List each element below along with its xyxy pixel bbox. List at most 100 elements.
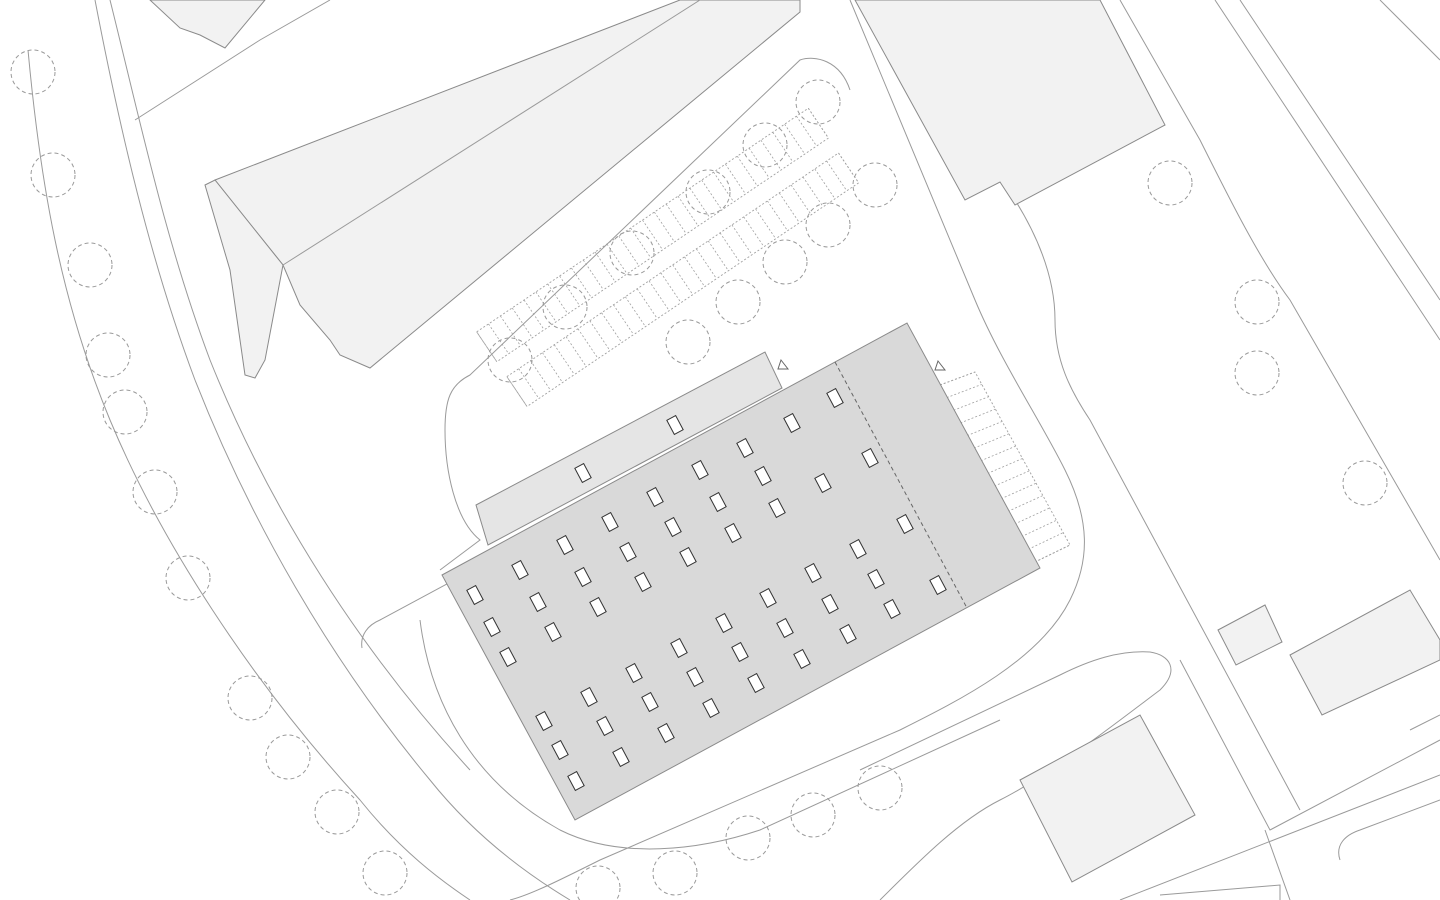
skylight-icon [574, 462, 592, 484]
tree-icon [85, 332, 131, 378]
skylight-icon [619, 541, 637, 563]
skylight-icon [715, 612, 733, 634]
skylight-icon [551, 739, 569, 761]
skylight-icon [776, 617, 794, 639]
neighbor-buildings [149, 0, 1440, 883]
parking-stall-line [796, 115, 817, 147]
tree-icon [852, 162, 898, 208]
site-boundary-west [134, 0, 331, 121]
skylight-icon [759, 587, 777, 609]
skylight-icon [634, 571, 652, 593]
parking-stall-line [648, 280, 670, 311]
skylight-icon [821, 593, 839, 615]
parking-stall-line [624, 296, 646, 327]
tree-icon [725, 815, 771, 861]
tree-icon [742, 122, 788, 168]
tree-icon [314, 789, 360, 835]
parking-stall-line [1021, 519, 1057, 538]
parking-stall-line [672, 264, 694, 295]
skylight-icon [679, 546, 697, 568]
parking-stall-line [577, 328, 599, 359]
tree-icon [665, 319, 711, 365]
entrance-marker-2 [934, 359, 947, 371]
curved-road-edge-inner [94, 0, 571, 900]
tree-icon [1234, 279, 1280, 325]
building-east [1289, 589, 1440, 716]
road-lower-right-3 [1338, 799, 1440, 861]
skylight-icon [567, 770, 585, 792]
service-road-east [509, 0, 1085, 900]
tree-icon [265, 734, 311, 780]
skylight-icon [839, 623, 857, 645]
skylight-icon [702, 697, 720, 719]
skylight-icon [625, 662, 643, 684]
tree-icon [609, 230, 655, 276]
skylight-icon [883, 598, 901, 620]
tree-icon [575, 865, 621, 900]
tree-icon [1342, 460, 1388, 506]
skylight-icon [929, 574, 947, 596]
parking-stall-line [589, 320, 611, 351]
parking-stall-line [743, 216, 765, 247]
road-lines [27, 0, 1440, 900]
parking-stall-line [1014, 507, 1050, 525]
skylight-icon [556, 534, 574, 556]
rail-line-2 [1239, 0, 1440, 301]
parking-stall-line [565, 336, 587, 367]
parking-stalls-east [939, 371, 1071, 563]
skylight-icon [657, 722, 675, 744]
curved-road-edge-lane [109, 0, 471, 771]
skylight-icon [580, 686, 598, 708]
parking-stall-line [778, 192, 800, 224]
parking-stall-line [755, 208, 777, 239]
skylight-icon [596, 715, 614, 737]
road-south-curve [859, 651, 1172, 900]
skylight-icon [826, 387, 844, 409]
parking-stall-line [523, 299, 545, 331]
tree-icon [227, 675, 273, 721]
road-south-west [419, 619, 1001, 850]
skylight-icon [529, 591, 547, 613]
skylight-icon [736, 437, 754, 459]
building-small-east [1217, 604, 1283, 666]
building-warehouse-wing [204, 179, 284, 379]
tree-icon [165, 555, 211, 601]
main-road-outer [1119, 0, 1440, 561]
skylight-icon [709, 491, 727, 513]
road-lower-right-2 [1119, 774, 1440, 900]
road-south-east [1179, 659, 1440, 831]
tree-icon [362, 850, 408, 896]
roof-division-line [834, 361, 968, 609]
skylight-icon [646, 486, 664, 508]
skylight-icon [670, 637, 688, 659]
tree-icon [1234, 350, 1280, 396]
skylight-icon [544, 621, 562, 643]
trees [10, 49, 1388, 900]
parking-stall-line [807, 108, 829, 139]
skylight-icon [535, 710, 553, 732]
main-building [441, 322, 1041, 821]
parking-stall-line [660, 272, 682, 303]
tree-icon [67, 242, 113, 288]
parking-stall-line [1007, 495, 1044, 512]
skylight-icon [499, 646, 517, 668]
skylight-icon [861, 447, 879, 469]
parking-stall-line [601, 312, 623, 343]
skylight-icon [731, 641, 749, 663]
parking-stall-line [814, 168, 836, 200]
skylight-icon [574, 566, 592, 588]
curved-road-edge-outer [27, 49, 471, 900]
entrance-marker-1 [777, 358, 790, 370]
skylight-icon [589, 596, 607, 618]
skylight-icon [686, 666, 704, 688]
parking-stall-line [826, 160, 848, 192]
skylight-icon [793, 648, 811, 670]
tree-icon [857, 765, 903, 811]
parking-stall-line [767, 200, 788, 231]
access-road-north [444, 57, 851, 431]
parking-stall-line [802, 176, 824, 208]
parking-stall-line [506, 376, 528, 407]
tree-icon [652, 850, 698, 896]
parking-stall-line [553, 344, 575, 375]
